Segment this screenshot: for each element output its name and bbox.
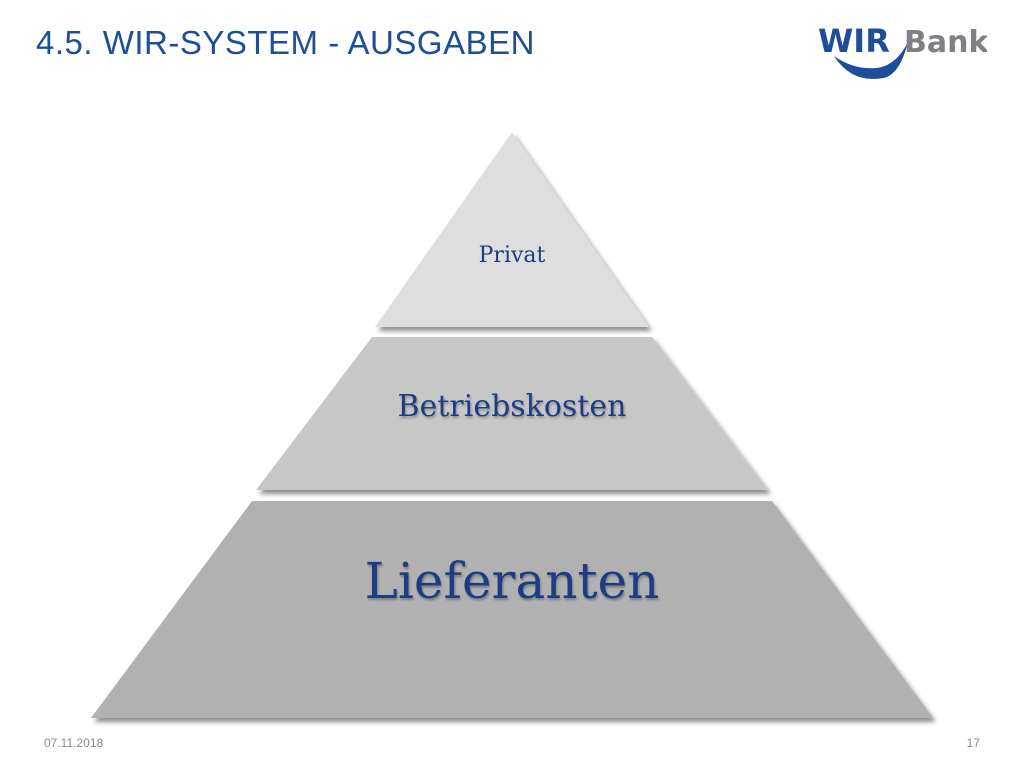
pyramid-tier-middle: Betriebskosten (256, 337, 768, 490)
pyramid-tier-middle-label: Betriebskosten (398, 389, 627, 424)
pyramid-tier-bottom: Lieferanten (91, 501, 933, 718)
slide-title: 4.5. WIR-SYSTEM - AUSGABEN (36, 24, 535, 61)
logo-swoosh-icon (834, 42, 908, 80)
pyramid-tier-middle-shape (256, 337, 768, 490)
logo-text-wir: WIR (818, 22, 890, 60)
wir-bank-logo: WIR Bank (812, 18, 987, 88)
footer-page-number: 17 (966, 736, 980, 750)
pyramid-tier-bottom-shape (91, 501, 933, 718)
pyramid-tier-bottom-label: Lieferanten (365, 552, 660, 610)
pyramid-tier-top-label: Privat (479, 243, 546, 268)
logo-text-bank: Bank (904, 25, 987, 60)
footer-date: 07.11.2018 (44, 736, 104, 750)
pyramid-tier-top-shape (375, 132, 649, 327)
pyramid-tier-top: Privat (375, 132, 649, 327)
